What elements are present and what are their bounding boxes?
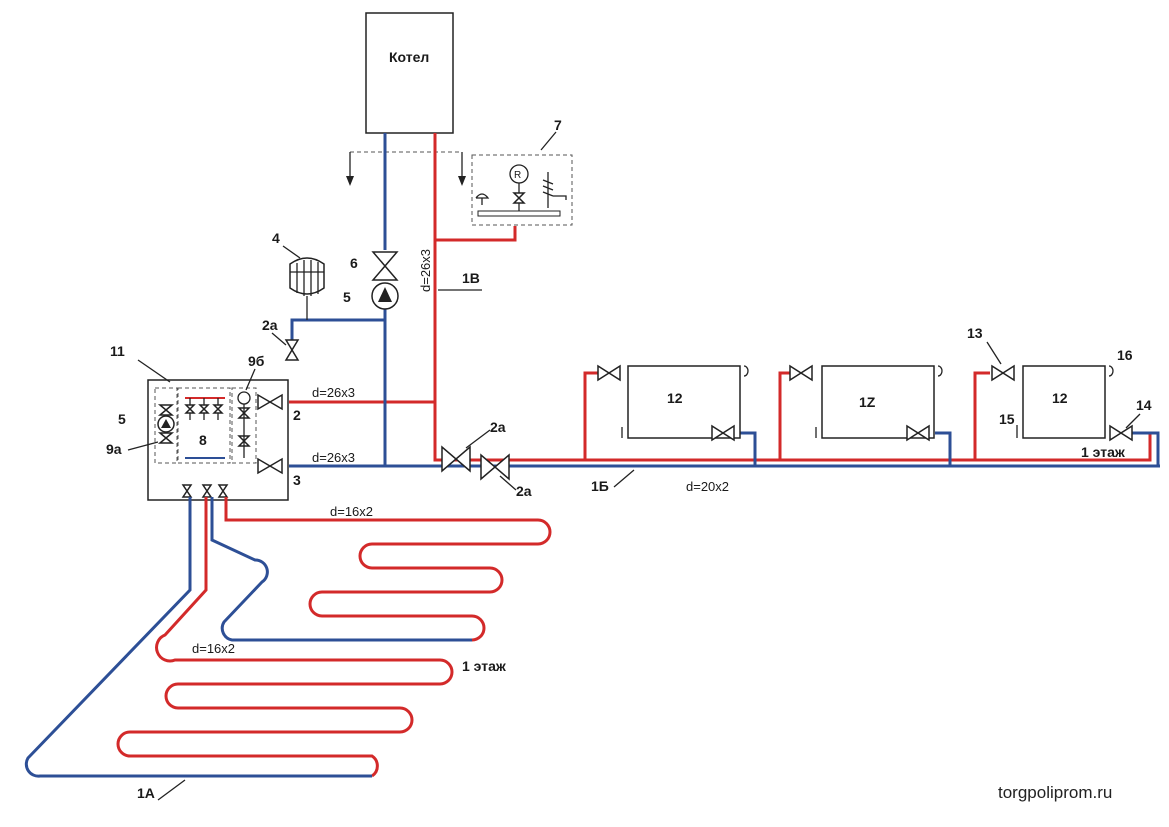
pipe-d16x2-lower: d=16х2 [192, 641, 235, 656]
label-4: 4 [272, 230, 280, 246]
radiator-3-label: 12 [1052, 390, 1068, 406]
circulation-pump-5: 5 [343, 282, 399, 310]
radiator-1: 12 [597, 364, 749, 442]
label-1a: 1А [137, 785, 155, 801]
radiator-1-label: 12 [667, 390, 683, 406]
label-1v: 1В [462, 270, 480, 286]
label-5-pump: 5 [343, 289, 351, 305]
return-pipes [289, 133, 1160, 468]
pipe-d26x3-supply: d=26х3 [312, 385, 355, 400]
pipe-d26x3-return: d=26х3 [312, 450, 355, 465]
label-2a-upper: 2а [262, 317, 278, 333]
label-5-manifold: 5 [118, 411, 126, 427]
main-valves-2a: 2а 2а [441, 419, 532, 499]
boiler-label: Котел [389, 49, 429, 65]
label-16: 16 [1117, 347, 1133, 363]
label-3-out: 3 [293, 472, 301, 488]
pipe-d26x3-vertical: d=26х3 [418, 249, 433, 292]
underfloor-loop-lower [24, 497, 454, 778]
return-valve-6: 6 [350, 251, 399, 281]
underfloor-loop-upper [210, 497, 552, 642]
radiator-2: 1Z [789, 364, 943, 442]
safety-group: R 7 [471, 117, 573, 226]
label-15: 15 [999, 411, 1015, 427]
label-1b: 1Б [591, 478, 609, 494]
expansion-tank: 4 [272, 230, 325, 320]
manifold-cabinet: 8 11 9б 5 9а 2 3 [106, 343, 301, 501]
label-2-out: 2 [293, 407, 301, 423]
label-9b: 9б [248, 353, 265, 369]
floor-label-loops: 1 этаж [462, 658, 507, 674]
exhaust-arrows [346, 151, 466, 186]
label-2a-mid-bottom: 2а [516, 483, 532, 499]
label-7: 7 [554, 117, 562, 133]
radiator-2-label: 1Z [859, 394, 876, 410]
pipe-d16x2-upper: d=16х2 [330, 504, 373, 519]
label-14: 14 [1136, 397, 1152, 413]
drain-valve-upper: 2а [262, 317, 300, 361]
pipe-d20x2: d=20х2 [686, 479, 729, 494]
floor-label-radiators: 1 этаж [1081, 444, 1126, 460]
boiler-box [365, 12, 454, 134]
watermark: torgpoliprom.ru [998, 783, 1112, 802]
label-6: 6 [350, 255, 358, 271]
label-11: 11 [110, 343, 125, 359]
label-9a: 9а [106, 441, 122, 457]
svg-text:R: R [514, 170, 521, 181]
label-2a-mid-top: 2а [490, 419, 506, 435]
label-8: 8 [199, 432, 207, 448]
supply-pipes [289, 133, 1152, 462]
label-13: 13 [967, 325, 983, 341]
radiator-3: 12 [991, 364, 1133, 442]
